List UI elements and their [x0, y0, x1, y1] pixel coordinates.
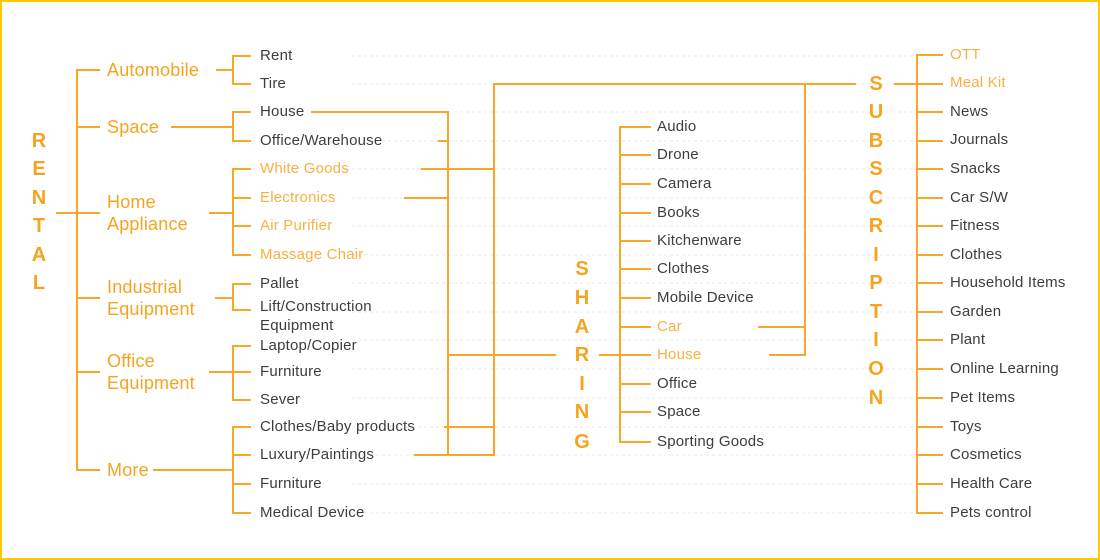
subscription-title-letter: B	[868, 130, 884, 152]
leaf-item: Plant	[950, 331, 986, 348]
leaf-item: Audio	[657, 118, 697, 135]
sharing-title-letter: R	[574, 344, 590, 366]
leaf-item: Clothes	[950, 246, 1003, 263]
leaf-item: White Goods	[260, 160, 349, 177]
leaf-item: Toys	[950, 418, 982, 435]
industrial-subbracket	[232, 283, 251, 311]
gridlines	[352, 55, 914, 514]
rental-bracket	[56, 69, 100, 471]
leaf-line: Lift/Construction	[260, 298, 372, 315]
branch-more: More	[107, 460, 149, 480]
leaf-item: Furniture	[260, 475, 322, 492]
sharing-title-letter: A	[574, 316, 590, 338]
sharing-bracket	[619, 126, 651, 443]
branch-space: Space	[107, 117, 160, 137]
leaf-item: Household Items	[950, 274, 1066, 291]
leaf-item: News	[950, 103, 989, 120]
cross-links	[311, 83, 856, 456]
leaf-item: Pallet	[260, 275, 299, 292]
leaf-item: OTT	[950, 46, 981, 63]
leaf-item: Pet Items	[950, 389, 1016, 406]
leaf-item: Sever	[260, 391, 301, 408]
branch-line: Home	[107, 192, 156, 212]
leaf-item: House	[657, 346, 702, 363]
leaf-item: Car S/W	[950, 189, 1009, 206]
leaf-item: Books	[657, 204, 700, 221]
leaf-item: Journals	[950, 131, 1009, 148]
office-subbracket	[232, 345, 251, 401]
leaf-item: Air Purifier	[260, 217, 333, 234]
leaf-item: Meal Kit	[950, 74, 1006, 91]
rental-title-letter: L	[32, 272, 46, 294]
branch-line: Equipment	[107, 299, 195, 319]
branch-line: Industrial	[107, 277, 183, 297]
leaf-item: Furniture	[260, 363, 322, 380]
leaf-item: Sporting Goods	[657, 433, 765, 450]
subscription-title-letter: S	[869, 73, 883, 95]
rental-title-letter: N	[31, 187, 47, 209]
sharing-title-letter: H	[574, 287, 590, 309]
rental-branch-connectors	[153, 69, 234, 471]
leaf-item: Electronics	[260, 189, 336, 206]
branch-industrial-equipment: Industrial Equipment	[107, 276, 195, 320]
leaf-item: Garden	[950, 303, 1002, 320]
sharing-title-letter: I	[579, 373, 585, 395]
leaf-item: Health Care	[950, 475, 1033, 492]
sharing-title-letter: G	[574, 431, 590, 453]
leaf-item: House	[260, 103, 305, 120]
subscription-title-letter: T	[869, 301, 883, 323]
leaf-item: Lift/Construction Equipment	[260, 297, 372, 335]
branch-home-appliance: Home Appliance	[107, 191, 188, 235]
branch-line: Office	[107, 351, 155, 371]
leaf-item: Kitchenware	[657, 232, 742, 249]
sharing-title-letter: N	[574, 401, 590, 423]
subscription-title-letter: S	[869, 158, 883, 180]
leaf-item: Car	[657, 318, 682, 335]
subscription-bracket	[894, 54, 943, 514]
sharing-title-letter: S	[575, 258, 589, 280]
more-subbracket	[232, 426, 251, 514]
subscription-title-letter: U	[868, 101, 884, 123]
leaf-item: Space	[657, 403, 701, 420]
leaf-item: Laptop/Copier	[260, 337, 357, 354]
leaf-item: Massage Chair	[260, 246, 364, 263]
leaf-item: Fitness	[950, 217, 1000, 234]
subscription-title-letter: I	[873, 244, 879, 266]
leaf-item: Luxury/Paintings	[260, 446, 375, 463]
sharing-to-subscription-links	[758, 83, 806, 356]
branch-line: Equipment	[107, 373, 195, 393]
space-subbracket	[232, 111, 251, 142]
leaf-item: Mobile Device	[657, 289, 754, 306]
leaf-item: Clothes/Baby products	[260, 418, 416, 435]
subscription-title-letter: C	[868, 187, 884, 209]
subscription-title-letter: I	[873, 329, 879, 351]
leaf-line: Equipment	[260, 317, 334, 334]
subscription-title-letter: N	[868, 387, 884, 409]
leaf-item: Medical Device	[260, 504, 365, 521]
leaf-item: Cosmetics	[950, 446, 1022, 463]
home-appliance-subbracket	[232, 168, 251, 256]
subscription-title-letter: P	[869, 272, 883, 294]
subscription-title-letter: R	[868, 215, 884, 237]
leaf-item: Camera	[657, 175, 712, 192]
leaf-item: Clothes	[657, 260, 710, 277]
leaf-item: Drone	[657, 146, 699, 163]
subscription-title-letter: O	[868, 358, 884, 380]
leaf-item: Office	[657, 375, 698, 392]
branch-office-equipment: Office Equipment	[107, 350, 195, 394]
rental-title-letter: A	[31, 244, 47, 266]
branch-automobile: Automobile	[107, 60, 200, 80]
automobile-subbracket	[232, 55, 251, 85]
leaf-item: Tire	[260, 75, 287, 92]
leaf-item: Pets control	[950, 504, 1032, 521]
leaf-item: Office/Warehouse	[260, 132, 383, 149]
branch-line: Appliance	[107, 214, 188, 234]
rental-title-letter: T	[32, 215, 46, 237]
rental-title-letter: E	[32, 158, 46, 180]
leaf-item: Snacks	[950, 160, 1001, 177]
rental-title-letter: R	[31, 130, 47, 152]
leaf-item: Rent	[260, 47, 293, 64]
leaf-item: Online Learning	[950, 360, 1059, 377]
